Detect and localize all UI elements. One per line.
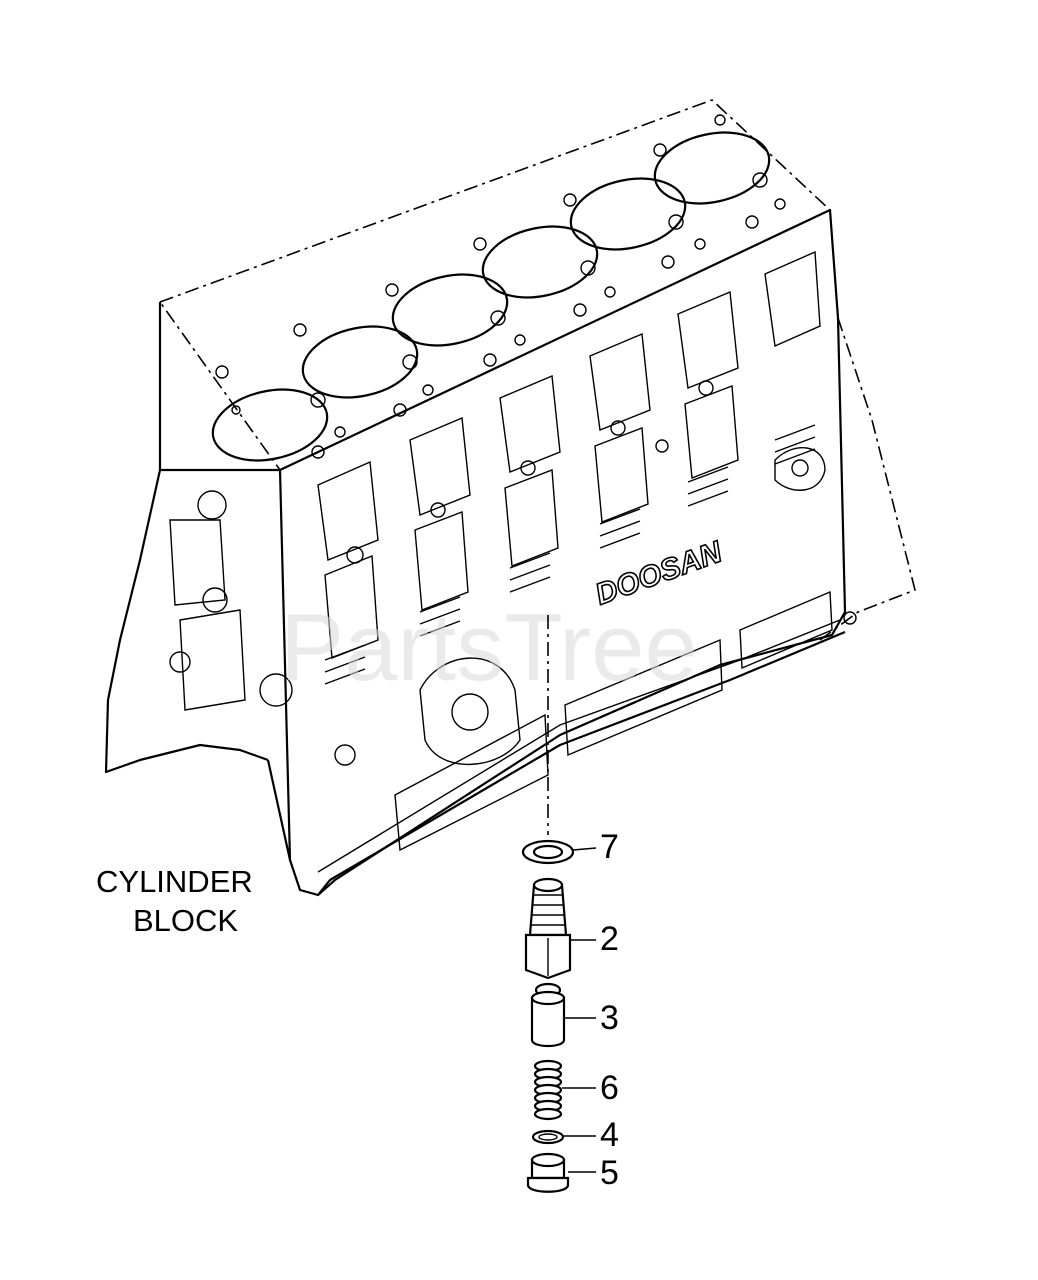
callout-5: 5 bbox=[600, 1154, 619, 1192]
o-ring-part bbox=[531, 1129, 565, 1145]
valve-assembly: 7 2 3 6 4 5 bbox=[521, 615, 619, 1193]
valve-part bbox=[530, 982, 566, 1048]
spring-part bbox=[533, 1059, 563, 1121]
plug-part bbox=[526, 1152, 570, 1193]
cylinder-block-label-line1: CYLINDER bbox=[96, 864, 253, 899]
callout-6: 6 bbox=[600, 1069, 619, 1107]
deck-bolt-holes bbox=[215, 114, 786, 459]
cylinder-bores bbox=[211, 131, 771, 462]
cylinder-block-drawing: DOOSAN bbox=[104, 99, 916, 897]
fitting-part bbox=[524, 877, 572, 980]
callout-2: 2 bbox=[600, 920, 619, 958]
cylinder-block-label-line2: BLOCK bbox=[133, 903, 238, 938]
callout-3: 3 bbox=[600, 999, 619, 1037]
washer-part bbox=[521, 839, 575, 865]
front-face-details bbox=[169, 250, 857, 852]
callout-4: 4 bbox=[600, 1116, 619, 1154]
leader-lines bbox=[562, 847, 597, 1173]
callout-7: 7 bbox=[600, 828, 619, 866]
watermark-text: PartsTree bbox=[280, 594, 698, 701]
